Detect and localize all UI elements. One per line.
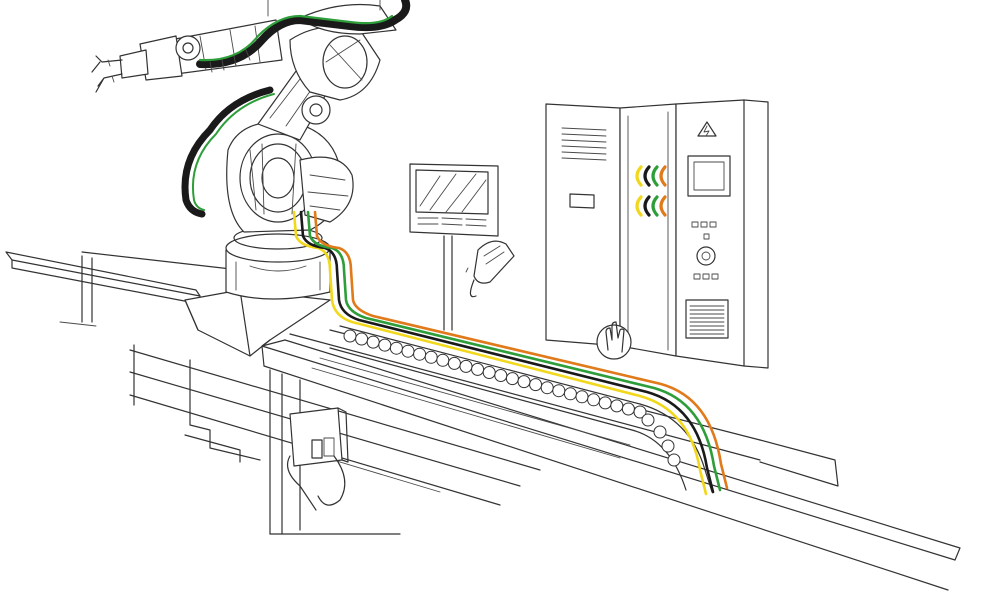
connector-black	[643, 165, 651, 187]
chain-link	[653, 425, 667, 439]
vent-grille-top	[561, 127, 607, 161]
teach-pendant	[465, 240, 515, 298]
connector-orange	[659, 165, 667, 187]
connector-orange	[659, 195, 667, 217]
cable-bundle	[292, 210, 729, 496]
emergency-stop-button	[696, 246, 716, 266]
chain-link	[471, 362, 485, 376]
cable-connectors	[635, 165, 667, 217]
chain-link	[413, 347, 427, 361]
connector-yellow	[635, 165, 643, 187]
chain-link	[641, 413, 655, 427]
chain-link	[389, 341, 403, 355]
chain-link	[575, 390, 589, 404]
chain-link	[517, 375, 531, 389]
chain-link	[355, 332, 369, 346]
chain-link	[505, 372, 519, 386]
chain-link	[436, 353, 450, 367]
chain-link	[563, 387, 577, 401]
control-buttons	[691, 221, 719, 280]
robot-dress-pack	[181, 0, 411, 218]
cable-green	[306, 210, 722, 492]
gripper	[91, 49, 149, 93]
chain-link	[667, 453, 681, 467]
chain-link	[459, 359, 473, 373]
chain-link	[482, 366, 496, 379]
cable-drag-chain	[311, 325, 713, 493]
drag-chain-links	[343, 329, 681, 467]
cable-black	[299, 210, 715, 494]
chain-link	[447, 356, 461, 370]
chain-link	[610, 399, 624, 413]
connector-yellow	[635, 195, 643, 217]
chain-link	[424, 350, 438, 364]
junction-box	[287, 407, 349, 511]
chain-link	[633, 405, 647, 419]
vent-grille-bottom	[685, 299, 729, 339]
control-cabinet	[545, 99, 769, 369]
cable-orange	[313, 210, 729, 490]
chain-link	[552, 384, 566, 398]
connector-black	[643, 195, 651, 217]
warning-panel	[687, 121, 731, 197]
chain-link	[366, 335, 380, 349]
chain-link	[378, 338, 392, 352]
robot-base	[225, 226, 331, 300]
hand-touch-icon	[596, 321, 632, 360]
robot-carriage	[184, 289, 331, 357]
high-voltage-warning-icon	[697, 121, 717, 137]
chain-link	[343, 329, 357, 343]
linear-track-rail	[5, 251, 961, 591]
terminal-keypad	[417, 217, 487, 227]
connector-green	[651, 195, 659, 217]
chain-link	[587, 393, 601, 407]
connector-green	[651, 165, 659, 187]
chain-link	[494, 369, 508, 382]
chain-link	[401, 344, 415, 358]
robot-shoulder	[226, 120, 354, 233]
robot-arm	[91, 0, 397, 141]
operator-terminal	[409, 163, 515, 331]
chain-link	[661, 439, 675, 453]
chain-link	[621, 402, 635, 416]
cable-yellow	[292, 210, 708, 496]
chain-link	[598, 396, 612, 410]
cabinet-handle	[569, 193, 595, 209]
chain-link	[540, 381, 554, 395]
chain-link	[529, 378, 543, 392]
